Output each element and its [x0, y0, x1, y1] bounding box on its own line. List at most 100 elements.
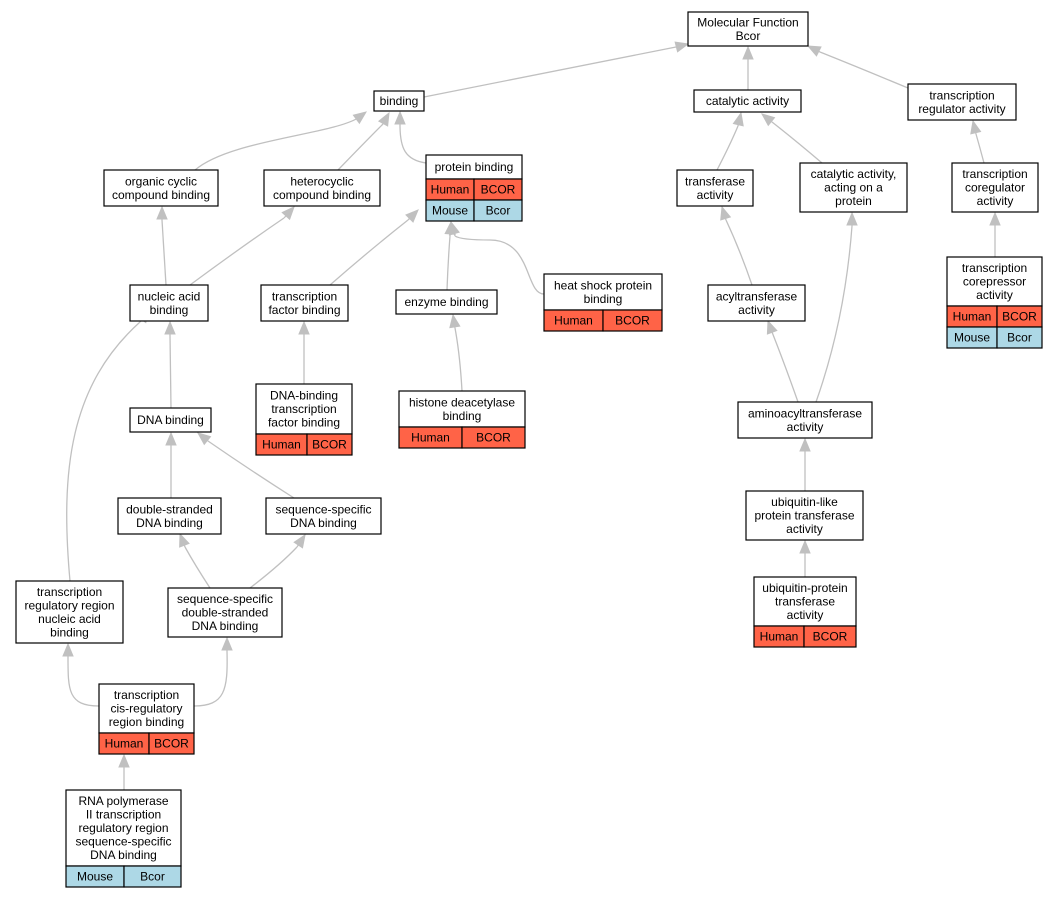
node-label-line: activity [977, 194, 1014, 208]
node-box [263, 169, 381, 207]
node-box [425, 154, 523, 180]
edge-aata-caap-line [815, 225, 853, 403]
node-box [753, 576, 857, 627]
node-upta[interactable]: ubiquitin-proteintransferaseactivityHuma… [753, 576, 857, 648]
node-label-line: activity [697, 188, 734, 202]
node-label-line: activity [976, 288, 1013, 302]
edge-aata-aa-arrowhead [766, 319, 778, 335]
node-label-line: binding [584, 292, 623, 306]
edge-tca-tra-line [975, 133, 985, 164]
gene-label: BCOR [615, 314, 650, 328]
gene-label: BCOR [476, 431, 511, 445]
node-label-line: transcription [272, 289, 337, 303]
edge-ulpta-aata-arrowhead [799, 437, 811, 452]
edge-catalytic-mf [742, 45, 754, 90]
edge-tca-tra-arrowhead [970, 119, 982, 135]
edge-ssdsdb-ssdb-arrowhead [293, 533, 306, 549]
edge-ssdsdb-ssdb-line [249, 546, 298, 589]
edge-trrnab-nab [66, 308, 150, 582]
node-label-line: transcription [929, 88, 994, 102]
edge-ulpta-aata [799, 437, 811, 491]
edge-nab-occb-line [161, 219, 167, 286]
edge-dsdb-dnab-arrowhead [165, 431, 177, 446]
node-label-line: sequence-specific [177, 592, 273, 606]
node-label-line: corepressor [963, 275, 1026, 289]
node-label-line: heat shock protein [554, 278, 652, 292]
node-label-line: cis-regulatory [110, 702, 182, 716]
node-eb[interactable]: enzyme binding [395, 289, 498, 315]
node-label-line: double-stranded [182, 606, 269, 620]
node-catalytic[interactable]: catalytic activity [693, 89, 802, 113]
node-label-line: enzyme binding [404, 295, 488, 309]
node-label-line: activity [787, 420, 824, 434]
edge-rnap-tcrrb-arrowhead [118, 753, 130, 768]
node-box [676, 169, 754, 207]
edge-occb-binding-line [194, 117, 359, 171]
node-box [255, 383, 353, 435]
node-label-line: compound binding [112, 188, 210, 202]
edge-aata-aa-line [771, 331, 799, 403]
node-label-line: binding [150, 303, 189, 317]
human-gene-cell [306, 433, 353, 456]
edge-ssdsdb-dsdb-line [184, 546, 211, 589]
edge-dnab-nab [164, 320, 176, 409]
node-label-line: activity [738, 303, 775, 317]
edge-hccb-binding-arrowhead [377, 111, 390, 127]
node-label-line: regulator activity [918, 102, 1005, 116]
node-label-line: transferase [775, 595, 835, 609]
node-dnab[interactable]: DNA binding [129, 407, 212, 433]
gene-label: BCOR [154, 737, 189, 751]
species-label: Human [262, 438, 301, 452]
node-label-line: factor binding [268, 416, 340, 430]
species-label: Human [760, 630, 799, 644]
edge-tra-mf-line [819, 51, 909, 89]
node-box [65, 789, 182, 867]
species-label: Human [554, 314, 593, 328]
node-label-line: DNA binding [90, 848, 157, 862]
node-label-line: DNA-binding [270, 389, 338, 403]
node-label-line: regulatory region [24, 598, 114, 612]
gene-label: BCOR [813, 630, 848, 644]
edge-aa-ta [720, 205, 753, 286]
node-label-line: DNA binding [192, 619, 259, 633]
node-label-line: transcription [962, 167, 1027, 181]
node-label-line: nucleic acid [138, 289, 201, 303]
edge-tcrrb-trrnab-arrowhead [62, 642, 74, 657]
edge-tcrrb-ssdsdb [193, 636, 233, 707]
edge-nab-hccb [189, 206, 295, 286]
node-box [946, 256, 1043, 307]
node-box [395, 289, 498, 315]
edge-upta-ulpta [799, 539, 811, 577]
edge-ssdsdb-ssdb [249, 533, 306, 589]
edge-nab-hccb-line [189, 217, 285, 286]
edge-nab-occb [156, 205, 168, 286]
node-binding[interactable]: binding [373, 90, 425, 112]
edge-caap-catalytic [760, 113, 823, 164]
node-box [15, 580, 124, 644]
node-box [799, 162, 908, 213]
